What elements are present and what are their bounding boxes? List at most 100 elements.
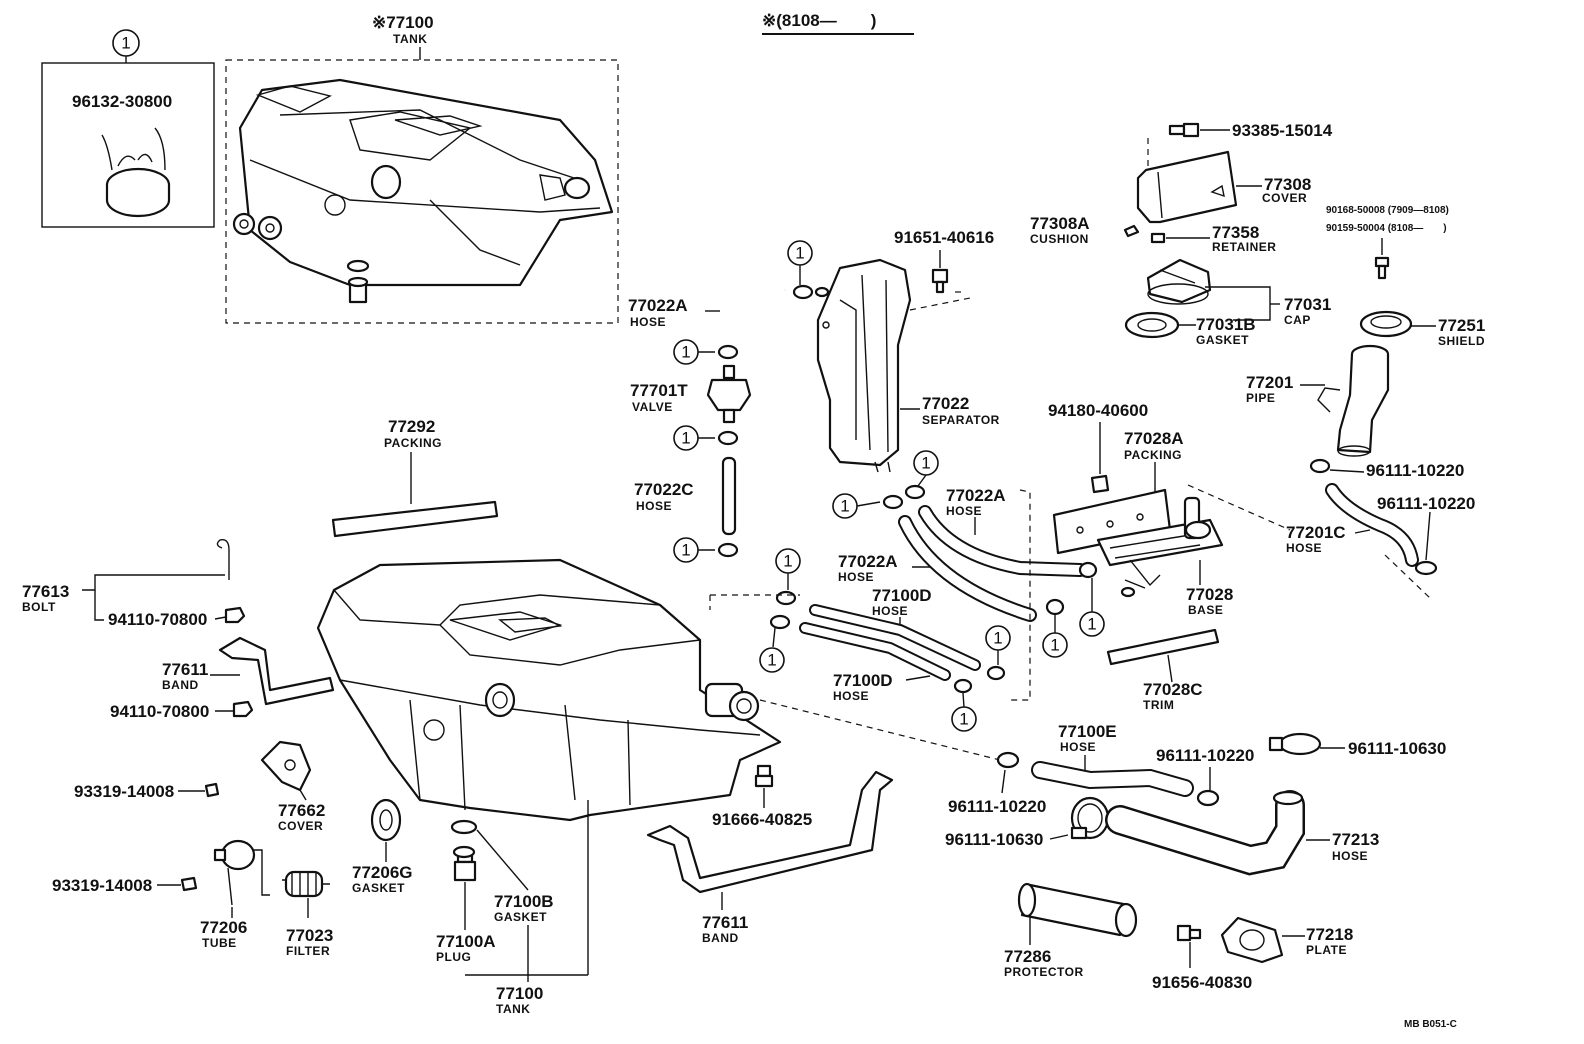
middle-hoses-group: 1 1 77022A HOSE 77022A HOSE 1 1 77100D H… (709, 450, 1105, 761)
screw-1-shape (204, 782, 220, 798)
part-name-77251: SHIELD (1438, 334, 1485, 348)
svg-text:1: 1 (921, 454, 930, 473)
part-number-91656-40830: 91656-40830 (1152, 973, 1252, 992)
gasket-77031b-shape (1124, 311, 1180, 339)
part-number-77100e: 77100E (1058, 722, 1117, 741)
main-tank-group: 77100 TANK 77100B GASKET 77100A PLUG 916… (316, 558, 812, 1016)
inset-box (41, 62, 215, 228)
part-number-77031: 77031 (1284, 295, 1331, 314)
clamp-e-shape (1309, 458, 1331, 474)
part-number-clamp-e: 96111-10220 (1366, 461, 1464, 480)
part-number-separator: 77022 (922, 394, 969, 413)
gasket-77206g-shape (370, 798, 402, 842)
trim-shape (1106, 628, 1220, 666)
part-name-hose-77022a-2: HOSE (946, 504, 982, 518)
part-name-77031b: GASKET (1196, 333, 1249, 347)
plate-77218-shape (1220, 916, 1284, 964)
part-number-hose-77100d-1: 77100D (872, 586, 932, 605)
part-number-94180-40600: 94180-40600 (1048, 401, 1148, 420)
ref-circle: 1 (985, 625, 1011, 651)
part-number-93319-14008-1: 93319-14008 (74, 782, 174, 801)
part-number-77308: 77308 (1264, 175, 1311, 194)
ref-circle: 1 (787, 240, 813, 266)
hose-clip-shape (792, 284, 814, 300)
top-tank-dashed-box (225, 59, 619, 324)
part-name-77031: CAP (1284, 313, 1311, 327)
ref-circle: 1 (673, 537, 699, 563)
part-name-77100e: HOSE (1060, 740, 1096, 754)
part-name-plug: PLUG (436, 950, 471, 964)
valve-shape (706, 364, 752, 424)
part-number-77358: 77358 (1212, 223, 1259, 242)
part-number-bolt: 77613 (22, 582, 69, 601)
base-assembly-group: 94180-40600 77028A PACKING 77028 BASE 77… (1048, 401, 1431, 712)
retainer-shape (1150, 232, 1166, 244)
part-name-trim: TRIM (1143, 698, 1174, 712)
part-number-hose-77022a-2: 77022A (946, 486, 1006, 505)
svg-text:1: 1 (959, 710, 968, 729)
part-name-tube: TUBE (202, 936, 237, 950)
part-name-valve: VALVE (632, 400, 673, 414)
part-number-96132-30800: 96132-30800 (72, 92, 172, 111)
clamp-b-shape (1196, 789, 1220, 807)
svg-text:1: 1 (1087, 615, 1096, 634)
part-number-pipe: 77201 (1246, 373, 1293, 392)
screw-91656-shape (1176, 924, 1202, 942)
part-number-clamp-c: 96111-10630 (945, 830, 1043, 849)
part-number-valve: 77701T (630, 381, 688, 400)
top-tank-group: ※77100 TANK (225, 13, 619, 324)
part-name-separator: SEPARATOR (922, 413, 1000, 427)
base-77028-shape (1096, 496, 1224, 598)
filler-hoses-group: 77100E HOSE 96111-10220 96111-10220 9611… (945, 722, 1446, 992)
part-number-94110-70800-lower: 94110-70800 (110, 702, 209, 721)
main-tank-shape (316, 558, 782, 822)
band-left-shape (218, 636, 335, 706)
part-name-hose-77100d-2: HOSE (833, 689, 869, 703)
part-number-top-tank: ※77100 (372, 13, 434, 32)
part-number-90159-50004: 90159-50004 (8108— ) (1326, 223, 1447, 234)
part-name-77292: PACKING (384, 436, 442, 450)
part-name-filter: FILTER (286, 944, 330, 958)
part-number-trim: 77028C (1143, 680, 1203, 699)
part-name-band-left: BAND (162, 678, 199, 692)
part-name-top-tank: TANK (393, 32, 427, 46)
part-name-hose-77022a-3: HOSE (838, 570, 874, 584)
part-number-plug: 77100A (436, 932, 496, 951)
packing-strip-shape (331, 500, 499, 538)
band-right-group: 77611 BAND (646, 770, 894, 945)
part-number-90168-50008: 90168-50008 (7909—8108) (1326, 205, 1449, 216)
part-name-77358: RETAINER (1212, 240, 1276, 254)
svg-text:1: 1 (681, 429, 690, 448)
filter-77023-shape (282, 870, 330, 898)
part-number-clamp-b: 96111-10220 (1156, 746, 1254, 765)
tube-77206-shape (213, 839, 270, 906)
part-name-pipe: PIPE (1246, 391, 1275, 405)
diagram-code: MB B051-C (1404, 1019, 1457, 1030)
separator-shape (814, 258, 912, 473)
part-number-77662: 77662 (278, 801, 325, 820)
header-range-note: ※(8108— ) (762, 11, 876, 30)
band-right-shape (646, 770, 894, 894)
part-number-77201c: 77201C (1286, 523, 1346, 542)
protector-shape (1017, 882, 1138, 938)
part-number-clamp-d: 96111-10630 (1348, 739, 1446, 758)
part-number-77251: 77251 (1438, 316, 1485, 335)
drain-91666-shape (754, 764, 774, 788)
hose-77022c-shape (721, 456, 737, 536)
part-name-77662: COVER (278, 819, 323, 833)
part-number-93319-14008-2: 93319-14008 (52, 876, 152, 895)
part-name-plate: PLATE (1306, 943, 1347, 957)
svg-text:1: 1 (795, 244, 804, 263)
filler-neck-shape (704, 682, 760, 722)
part-number-94110-70800-upper: 94110-70800 (108, 610, 207, 629)
part-name-77100b: GASKET (494, 910, 547, 924)
part-number-91666-40825: 91666-40825 (712, 810, 812, 829)
part-number-77206g: 77206G (352, 863, 413, 882)
part-number-band-left: 77611 (162, 660, 208, 679)
ref-circle: 1 (832, 493, 858, 519)
bolt-93385-shape (1168, 122, 1200, 138)
part-number-77100b: 77100B (494, 892, 554, 911)
ref-circle: 1 (1079, 611, 1105, 637)
part-number-hose-77100d-2: 77100D (833, 671, 893, 690)
